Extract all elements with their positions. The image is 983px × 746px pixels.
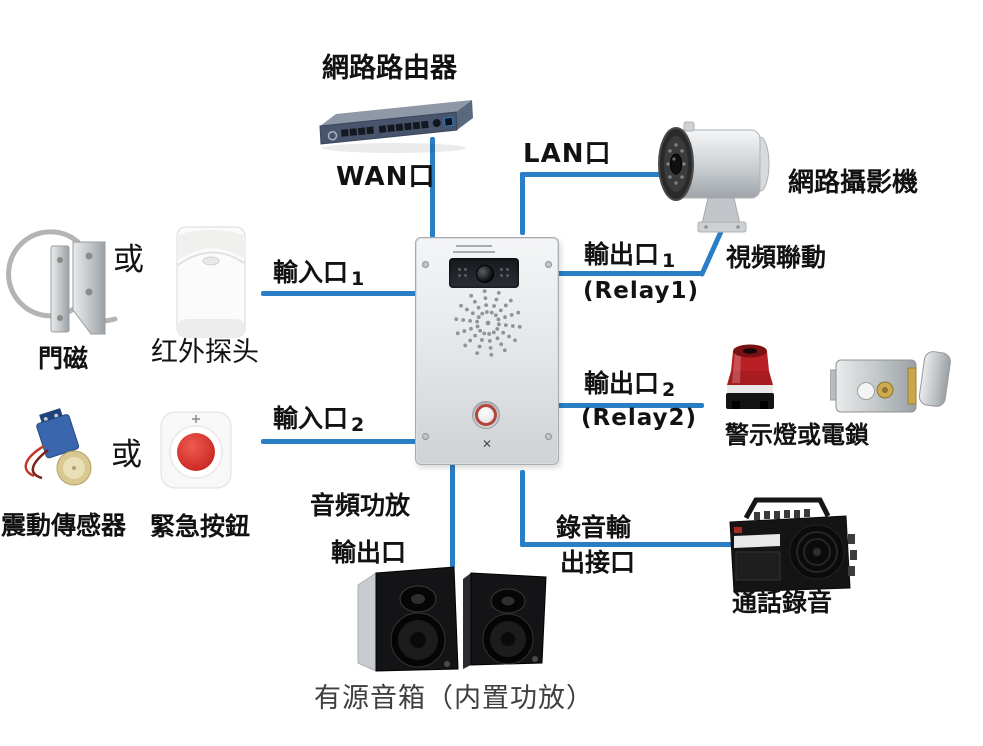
screw bbox=[545, 261, 552, 268]
speakers-image bbox=[357, 566, 547, 672]
brand-mark-icon: ✕ bbox=[481, 437, 493, 451]
wan-cable bbox=[430, 137, 435, 238]
wan-port-label: WAN口 bbox=[336, 162, 436, 192]
call-recorder-image bbox=[729, 497, 857, 593]
call-button[interactable] bbox=[472, 401, 500, 429]
intercom-vent bbox=[453, 251, 495, 253]
electric-lock-image bbox=[830, 351, 951, 413]
output2-cable bbox=[556, 403, 704, 408]
lan-port-label: LAN口 bbox=[523, 139, 612, 169]
screw bbox=[422, 433, 429, 440]
warning-light-image bbox=[726, 344, 774, 409]
video-linkage-label: 視頻聯動 bbox=[726, 243, 827, 272]
or-separator-top: 或 bbox=[113, 242, 144, 278]
audio-out-label-line1: 音頻功放 bbox=[310, 491, 411, 520]
relay2-label: (Relay2) bbox=[581, 405, 698, 431]
record-cable-vertical bbox=[520, 470, 525, 547]
speaker-grill bbox=[454, 289, 522, 357]
panic-button-label: 緊急按鈕 bbox=[150, 512, 251, 541]
speaker-cable bbox=[450, 462, 455, 568]
speakers-label: 有源音箱（内置功放） bbox=[314, 683, 594, 714]
lan-cable-horizontal bbox=[520, 172, 667, 177]
intercom-image: ✕ bbox=[415, 237, 559, 465]
intercom-ir-leds bbox=[500, 268, 510, 278]
camera-label: 網路攝影機 bbox=[788, 168, 919, 198]
output1-cable bbox=[556, 271, 704, 276]
intercom-camera-window bbox=[449, 258, 519, 288]
screw bbox=[422, 261, 429, 268]
camera-image bbox=[658, 121, 770, 233]
audio-out-label-line2: 輸出口 bbox=[331, 538, 407, 567]
router-image bbox=[319, 100, 473, 153]
input1-cable bbox=[261, 291, 416, 296]
record-out-label-line2: 出接口 bbox=[560, 548, 636, 577]
record-cable-horizontal bbox=[520, 542, 738, 547]
alarm-or-lock-label: 警示燈或電鎖 bbox=[725, 421, 869, 449]
relay1-label: (Relay1) bbox=[583, 278, 700, 304]
input2-cable bbox=[261, 439, 416, 444]
panic-button-image bbox=[160, 411, 232, 489]
screw bbox=[545, 433, 552, 440]
vibration-sensor-label: 震動傳感器 bbox=[1, 511, 127, 540]
or-separator-bottom: 或 bbox=[111, 437, 142, 473]
door-magnet-image bbox=[6, 229, 118, 335]
pir-detector-label: 红外探头 bbox=[151, 337, 259, 368]
pir-detector-image bbox=[176, 226, 246, 338]
intercom-vent bbox=[456, 245, 492, 247]
router-label: 網路路由器 bbox=[322, 53, 457, 84]
record-out-label-line1: 錄音輸 bbox=[556, 513, 632, 542]
intercom-lens bbox=[476, 265, 494, 283]
intercom-ir-leds bbox=[458, 268, 468, 278]
vibration-sensor-image bbox=[24, 408, 92, 486]
call-recorder-label: 通話錄音 bbox=[732, 588, 833, 617]
lan-cable-vertical bbox=[520, 172, 525, 235]
door-magnet-label: 門磁 bbox=[38, 344, 89, 373]
